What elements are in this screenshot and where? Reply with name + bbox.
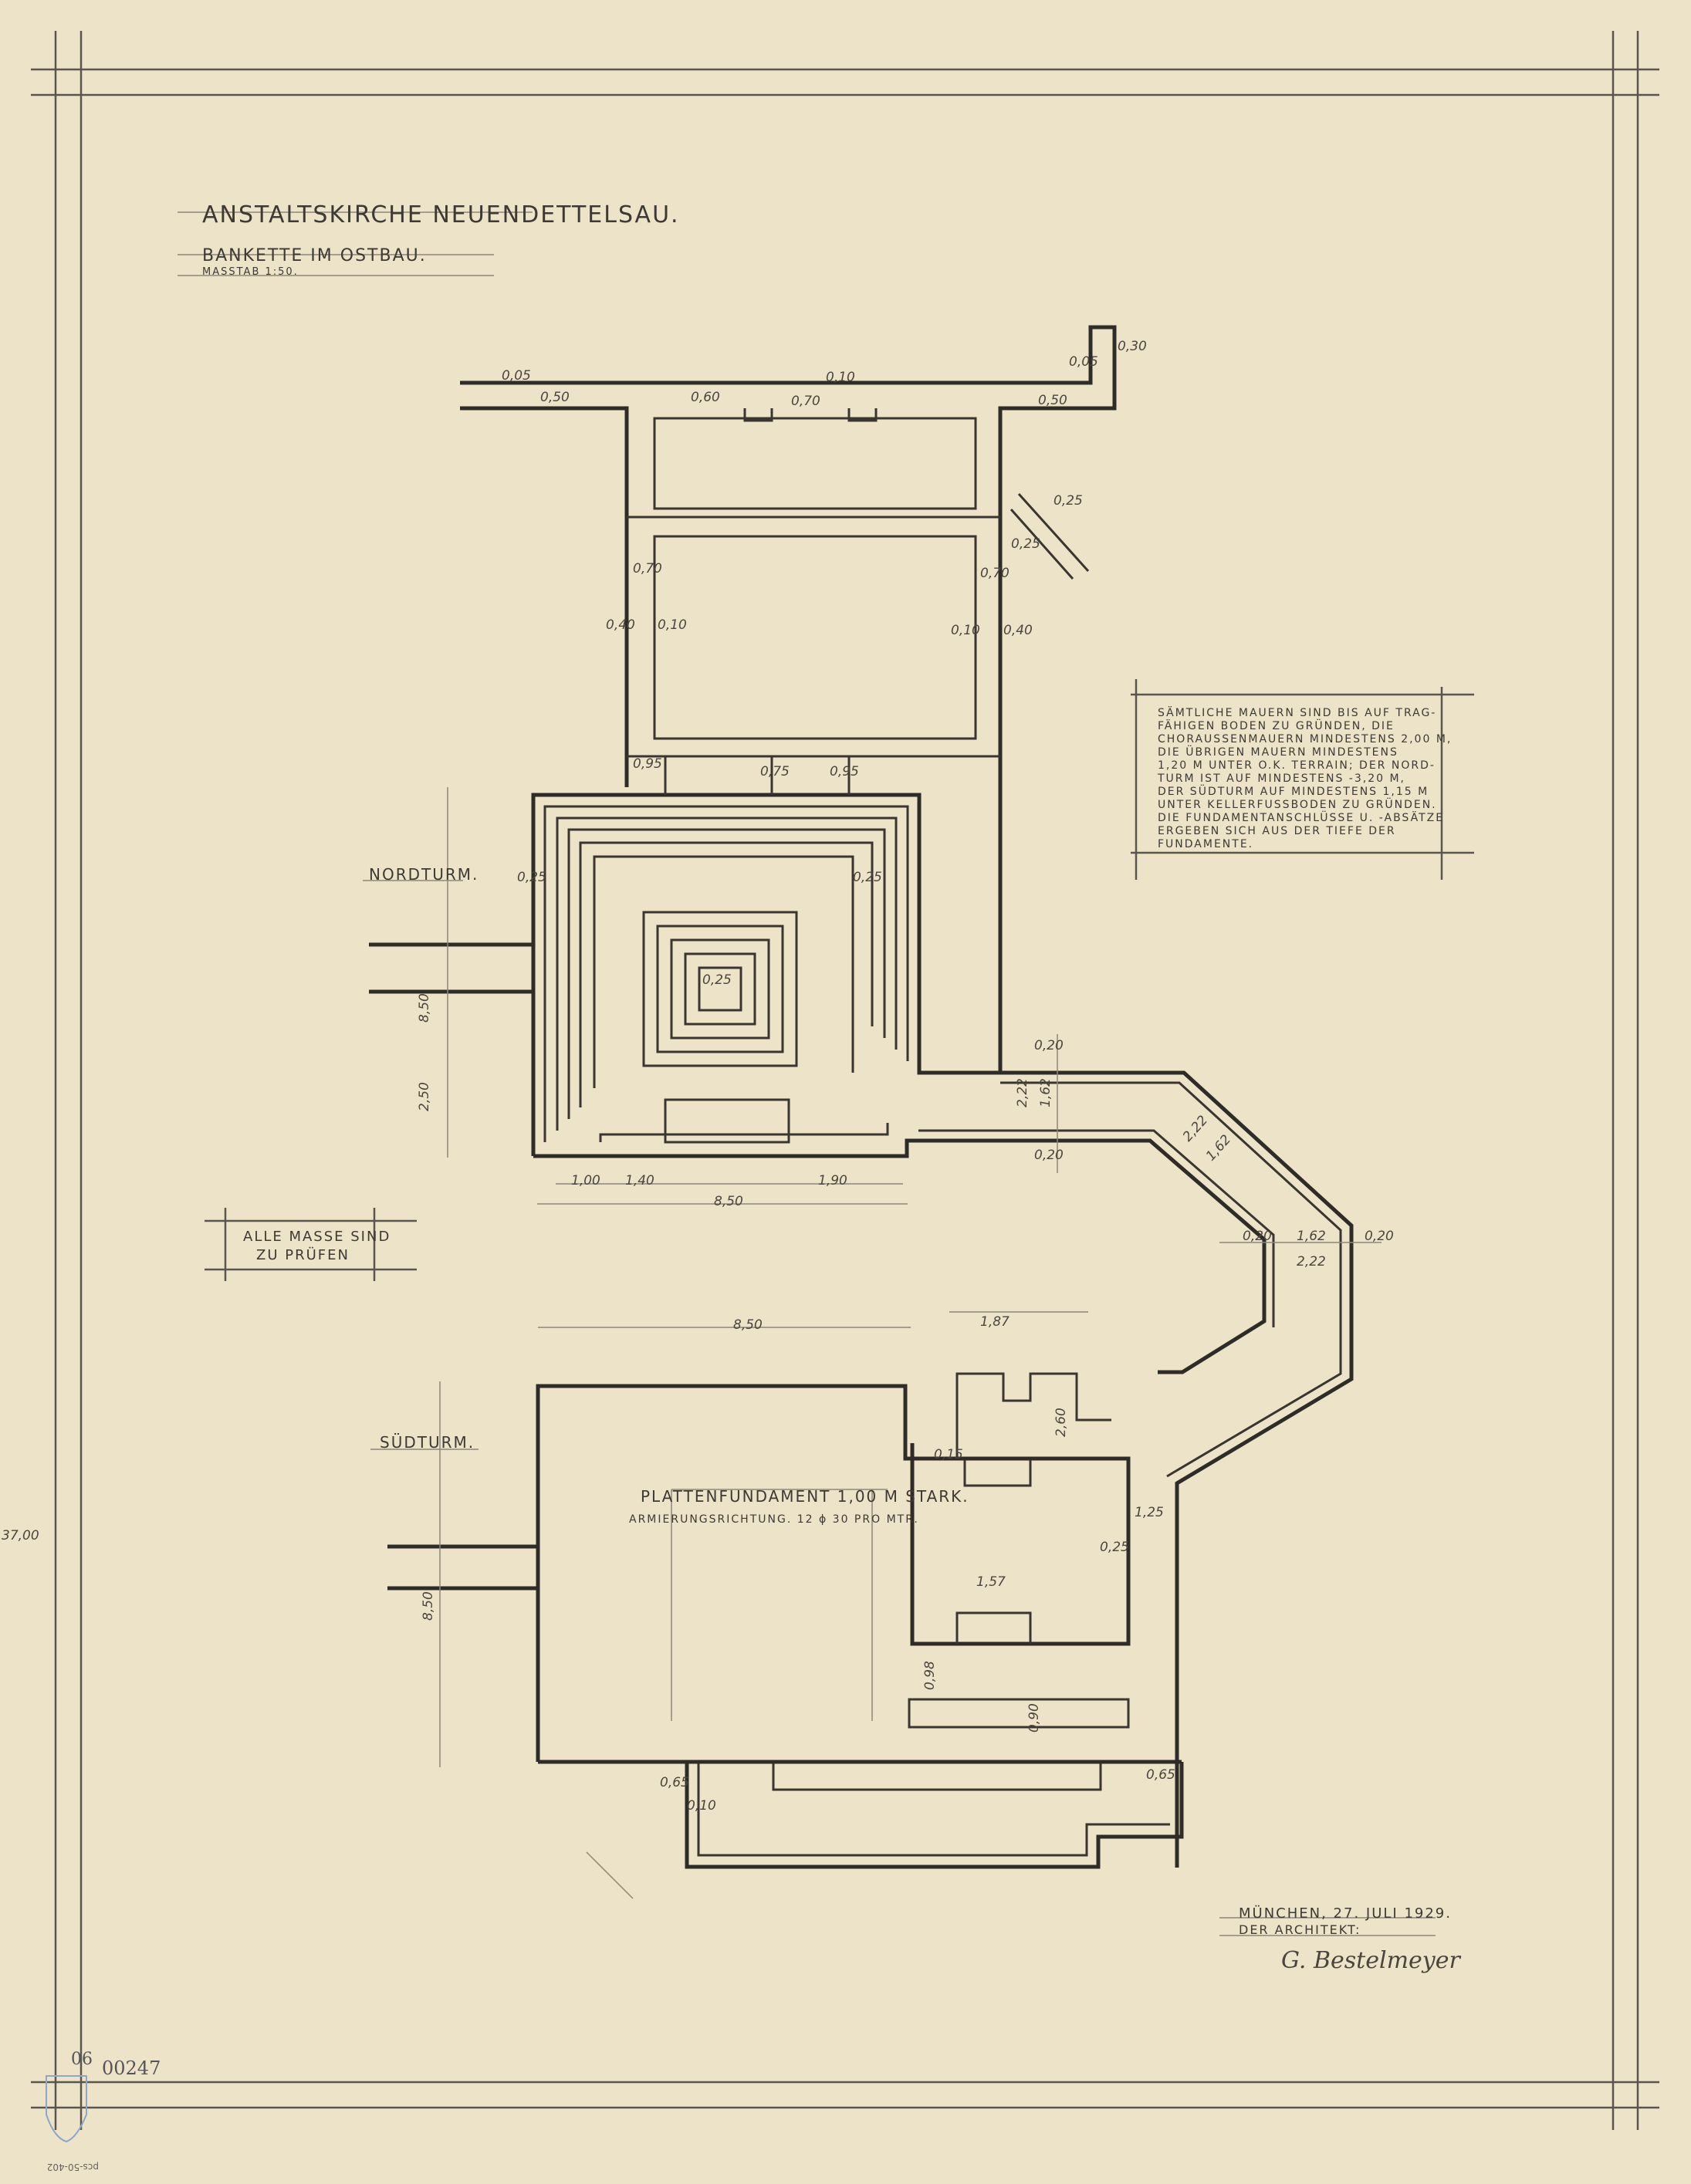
dim-label: 0,25 xyxy=(853,870,882,885)
note-line: CHORAUSSENMAUERN MINDESTENS 2,00 M, xyxy=(1158,733,1452,745)
note-line: 1,20 M UNTER O.K. TERRAIN; DER NORD- xyxy=(1158,759,1436,772)
dim-label: 0,95 xyxy=(633,756,662,772)
dim-label: 0,20 xyxy=(1243,1229,1272,1244)
box-number: 06 xyxy=(71,2050,93,2069)
dim-label: 2,60 xyxy=(1053,1408,1069,1437)
museum-stamp-icon xyxy=(46,2075,87,2143)
note-line: DER SÜDTURM AUF MINDESTENS 1,15 M xyxy=(1158,784,1429,798)
dim-label: 0,25 xyxy=(1053,493,1083,509)
dim-label: 0,10 xyxy=(951,623,980,638)
dim-label: 1,62 xyxy=(1297,1229,1326,1244)
dim-label: 0,05 xyxy=(1069,354,1098,370)
dim-label: 0,30 xyxy=(1118,339,1147,354)
dim-label: 0,70 xyxy=(633,561,662,576)
dim-label: 0,10 xyxy=(826,370,855,385)
dim-label: 1,57 xyxy=(976,1574,1006,1590)
dim-label: 0,50 xyxy=(1038,393,1067,408)
dim-label: 0,65 xyxy=(660,1775,689,1790)
note-line: ERGEBEN SICH AUS DER TIEFE DER xyxy=(1158,825,1396,837)
dim-label: 0,25 xyxy=(702,972,732,988)
note-line: FUNDAMENTE. xyxy=(1158,838,1253,850)
dim-label: 0,70 xyxy=(980,566,1010,581)
choir-walls xyxy=(460,325,1117,1073)
note-line: DIE ÜBRIGEN MAUERN MINDESTENS xyxy=(1158,745,1398,759)
dimension-lines xyxy=(439,787,1382,1767)
dim-label: 1,40 xyxy=(625,1173,654,1188)
dim-label: 0,05 xyxy=(502,368,531,384)
dim-label: 1,00 xyxy=(571,1173,600,1188)
check-note-line-1: ALLE MASSE SIND xyxy=(243,1229,391,1245)
dim-label: 2,50 xyxy=(417,1082,432,1111)
dim-label: 8,50 xyxy=(421,1591,436,1621)
drawing-title: ANSTALTSKIRCHE NEUENDETTELSAU. xyxy=(202,201,680,228)
dim-label: 0,25 xyxy=(1011,536,1040,552)
dim-label: 0,20 xyxy=(1365,1229,1394,1244)
dim-label: 8,50 xyxy=(417,993,432,1023)
dim-label: 0,95 xyxy=(830,764,859,779)
dim-label: 0,40 xyxy=(1003,623,1033,638)
signature-block: MÜNCHEN, 27. JULI 1929. DER ARCHITEKT: G… xyxy=(1219,1905,1461,1974)
note-line: TURM IST AUF MINDESTENS -3,20 M, xyxy=(1157,773,1405,785)
pencil-mark: pcs-50-402 xyxy=(47,2162,99,2172)
dim-label: 0,20 xyxy=(1034,1148,1064,1163)
drawing-subtitle: BANKETTE IM OSTBAU. xyxy=(202,246,427,265)
dim-label: 0,25 xyxy=(1100,1540,1129,1555)
dim-label: 0,50 xyxy=(540,390,570,405)
note-line: SÄMTLICHE MAUERN SIND BIS AUF TRAG- xyxy=(1158,705,1436,719)
margin-dimension: 37,00 xyxy=(2,1528,39,1543)
dim-label: 0,90 xyxy=(1026,1703,1042,1733)
dim-label: 0,70 xyxy=(791,394,820,409)
note-line: DIE FUNDAMENTANSCHLÜSSE U. -ABSÄTZE xyxy=(1158,810,1444,824)
title-block: ANSTALTSKIRCHE NEUENDETTELSAU. BANKETTE … xyxy=(178,201,680,278)
dim-label: 2,22 xyxy=(1180,1113,1211,1145)
north-tower-label: NORDTURM. xyxy=(369,865,479,884)
drawing-scale: MASSTAB 1:50. xyxy=(202,266,299,278)
architect-role: DER ARCHITEKT: xyxy=(1239,1922,1361,1937)
plan-labels: NORDTURM. SÜDTURM. PLATTENFUNDAMENT 1,00… xyxy=(2,865,969,1543)
dim-label: 2,22 xyxy=(1015,1078,1030,1107)
dim-label: 0,15 xyxy=(934,1447,963,1462)
dim-label: 0,40 xyxy=(606,617,635,633)
apse-walls xyxy=(918,1070,1354,1868)
note-line: UNTER KELLERFUSSBODEN ZU GRÜNDEN. xyxy=(1158,797,1437,811)
dim-label: 0,10 xyxy=(658,617,687,633)
dimension-labels: 0,05 0,50 0,60 0,70 0,10 0,50 0,05 0,30 … xyxy=(417,339,1394,1814)
dim-label: 0,98 xyxy=(922,1661,938,1690)
sheet-frame xyxy=(31,31,1659,2130)
note-line: FÄHIGEN BODEN ZU GRÜNDEN, DIE xyxy=(1158,718,1395,732)
dim-label: 2,22 xyxy=(1297,1254,1326,1269)
reinforcement-label: ARMIERUNGSRICHTUNG. 12 ϕ 30 PRO MTR. xyxy=(629,1513,919,1526)
dim-label: 8,50 xyxy=(714,1194,743,1209)
archive-marks: 06 00247 pcs-50-402 xyxy=(46,2050,161,2172)
dim-label: 1,25 xyxy=(1135,1505,1164,1520)
dim-label: 0,75 xyxy=(760,764,790,779)
dim-label: 0,10 xyxy=(687,1798,716,1814)
dim-label: 0,65 xyxy=(1146,1767,1175,1783)
dim-label: 0,25 xyxy=(517,870,546,885)
dim-label: 1,87 xyxy=(980,1314,1010,1330)
inventory-number: 00247 xyxy=(102,2057,161,2079)
dim-label: 1,90 xyxy=(818,1173,847,1188)
place-date: MÜNCHEN, 27. JULI 1929. xyxy=(1239,1905,1452,1922)
dim-label: 0,20 xyxy=(1034,1038,1064,1053)
dim-label: 1,62 xyxy=(1203,1132,1234,1165)
dim-label: 8,50 xyxy=(733,1317,763,1333)
dim-label: 0,60 xyxy=(691,390,720,405)
architect-signature: G. Bestelmeyer xyxy=(1281,1947,1461,1974)
dim-label: 1,62 xyxy=(1038,1078,1053,1107)
foundation-note: SÄMTLICHE MAUERN SIND BIS AUF TRAG- FÄHI… xyxy=(1131,679,1474,880)
north-tower-walls xyxy=(369,756,1000,1158)
slab-foundation-label: PLATTENFUNDAMENT 1,00 M STARK. xyxy=(641,1487,969,1506)
check-note-line-2: ZU PRÜFEN xyxy=(256,1246,350,1263)
south-tower-walls xyxy=(387,1372,1184,1899)
south-tower-label: SÜDTURM. xyxy=(380,1433,475,1452)
